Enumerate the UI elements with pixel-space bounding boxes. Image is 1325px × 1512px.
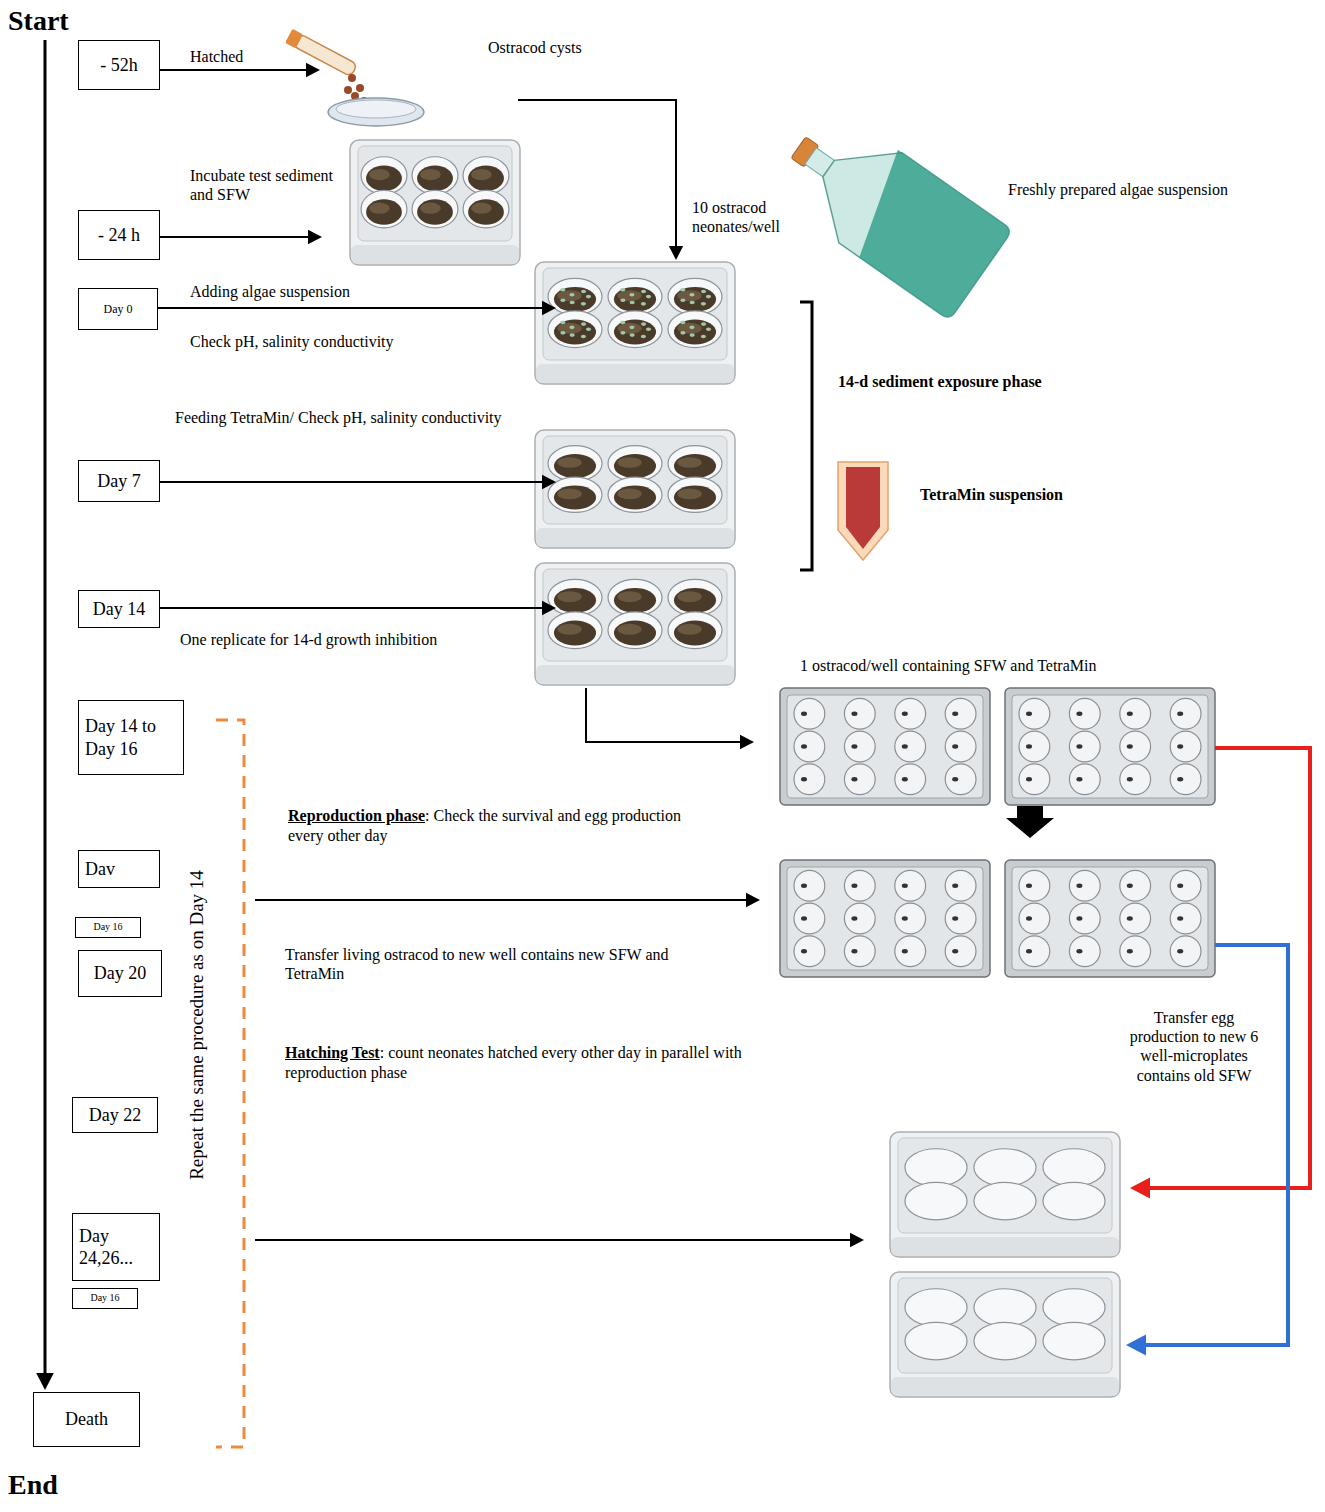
timeline-box: Day 7 bbox=[78, 460, 160, 502]
box-text: Day 14 to Day 16 bbox=[85, 715, 177, 760]
annotation-text: Incubate test sediment and SFW bbox=[190, 166, 360, 204]
timeline-box: Day 0 bbox=[78, 288, 158, 330]
cyst-tube bbox=[285, 29, 368, 105]
repeat-bracket bbox=[216, 720, 244, 1447]
phase-bracket bbox=[800, 302, 812, 570]
annotation-text: Feeding TetraMin/ Check pH, salinity con… bbox=[175, 408, 502, 427]
phase-heading: Hatching Test bbox=[285, 1044, 380, 1061]
box-text: Day 7 bbox=[97, 470, 141, 493]
step-arrow bbox=[518, 100, 676, 247]
twelve-well-plate bbox=[780, 860, 990, 977]
flow-marker: Start bbox=[8, 4, 69, 38]
arrow-head bbox=[850, 1233, 864, 1247]
timeline-box: Day 14 to Day 16 bbox=[78, 700, 184, 775]
arrow-head bbox=[746, 893, 760, 907]
phase-heading: Reproduction phase bbox=[288, 807, 425, 824]
arrow-head bbox=[542, 301, 556, 315]
timeline-box: Death bbox=[33, 1392, 140, 1447]
step-arrow bbox=[586, 688, 741, 742]
step-arrow bbox=[160, 481, 543, 483]
box-text: Day 22 bbox=[89, 1104, 142, 1127]
arrow-head bbox=[308, 230, 322, 244]
step-arrow bbox=[255, 899, 747, 901]
twelve-well-plate bbox=[1005, 860, 1215, 977]
twelve-well-plate bbox=[1005, 688, 1215, 805]
six-well-plate bbox=[535, 262, 735, 384]
step-arrow bbox=[160, 69, 307, 71]
flow-marker: End bbox=[8, 1468, 58, 1502]
six-well-plate bbox=[350, 140, 520, 265]
six-well-plate bbox=[535, 563, 735, 685]
arrow-head bbox=[542, 601, 556, 615]
arrow-head bbox=[1130, 1178, 1150, 1199]
six-well-plate bbox=[890, 1272, 1120, 1397]
box-text: Day 24,26... bbox=[79, 1225, 153, 1270]
tetramin-icon bbox=[838, 462, 888, 560]
timeline-box: Day 22 bbox=[72, 1097, 158, 1133]
box-text: Day 16 bbox=[90, 1292, 119, 1305]
annotation-text: TetraMin suspension bbox=[920, 485, 1063, 504]
box-text: Day 16 bbox=[93, 921, 122, 934]
box-text: - 24 h bbox=[98, 224, 140, 247]
annotation-text: Freshly prepared algae suspension bbox=[1008, 180, 1228, 199]
repeat-note: Repeat the same procedure as on Day 14 bbox=[186, 870, 209, 1180]
timeline-box: Dav bbox=[78, 850, 160, 888]
annotation-text: 1 ostracod/well containing SFW and Tetra… bbox=[800, 656, 1096, 675]
petri-dish bbox=[328, 98, 424, 126]
step-arrow bbox=[160, 236, 309, 238]
box-text: Day 20 bbox=[94, 962, 147, 985]
arrow-head bbox=[740, 735, 754, 749]
arrow-head bbox=[1126, 1335, 1146, 1356]
timeline-box: Day 16 bbox=[72, 1288, 138, 1309]
annotation-text: Adding algae suspension bbox=[190, 282, 350, 301]
egg-transfer-line bbox=[1149, 748, 1310, 1188]
arrow-head bbox=[36, 1373, 54, 1390]
phase-note: Hatching Test: count neonates hatched ev… bbox=[285, 1043, 815, 1083]
box-text: Day 14 bbox=[93, 598, 146, 621]
timeline-box: Day 24,26... bbox=[72, 1213, 160, 1281]
box-text: Day 0 bbox=[104, 302, 133, 317]
six-well-plate bbox=[535, 430, 735, 548]
step-arrow bbox=[160, 607, 543, 609]
annotation-text: Ostracod cysts bbox=[488, 38, 582, 57]
phase-note: Reproduction phase: Check the survival a… bbox=[288, 806, 688, 846]
down-arrow bbox=[1006, 806, 1054, 838]
arrow-head bbox=[306, 63, 320, 77]
six-well-plate bbox=[890, 1132, 1120, 1257]
egg-transfer-line bbox=[1145, 945, 1288, 1345]
box-text: Death bbox=[65, 1408, 108, 1431]
timeline-box: Day 20 bbox=[78, 950, 162, 997]
annotation-text: 10 ostracod neonates/well bbox=[692, 198, 804, 236]
annotation-text: Transfer living ostracod to new well con… bbox=[285, 945, 715, 983]
annotation-text: Hatched bbox=[190, 47, 243, 66]
timeline-box: Day 16 bbox=[75, 917, 141, 938]
box-text: Dav bbox=[85, 858, 115, 881]
step-arrow bbox=[158, 307, 543, 309]
annotation-text: One replicate for 14-d growth inhibition bbox=[180, 630, 437, 649]
box-text: - 52h bbox=[100, 54, 138, 77]
timeline-box: - 24 h bbox=[78, 210, 160, 260]
arrow-head bbox=[542, 475, 556, 489]
annotation-text: Transfer egg production to new 6 well-mi… bbox=[1128, 1008, 1260, 1085]
annotation-text: Check pH, salinity conductivity bbox=[190, 332, 394, 351]
step-arrow bbox=[255, 1239, 851, 1241]
twelve-well-plate bbox=[780, 688, 990, 805]
timeline-box: - 52h bbox=[78, 40, 160, 90]
arrow-head bbox=[669, 246, 683, 260]
algae-bottle bbox=[767, 102, 1013, 320]
timeline-arrow bbox=[44, 40, 47, 1374]
annotation-text: 14-d sediment exposure phase bbox=[838, 372, 1042, 391]
timeline-box: Day 14 bbox=[78, 590, 160, 628]
